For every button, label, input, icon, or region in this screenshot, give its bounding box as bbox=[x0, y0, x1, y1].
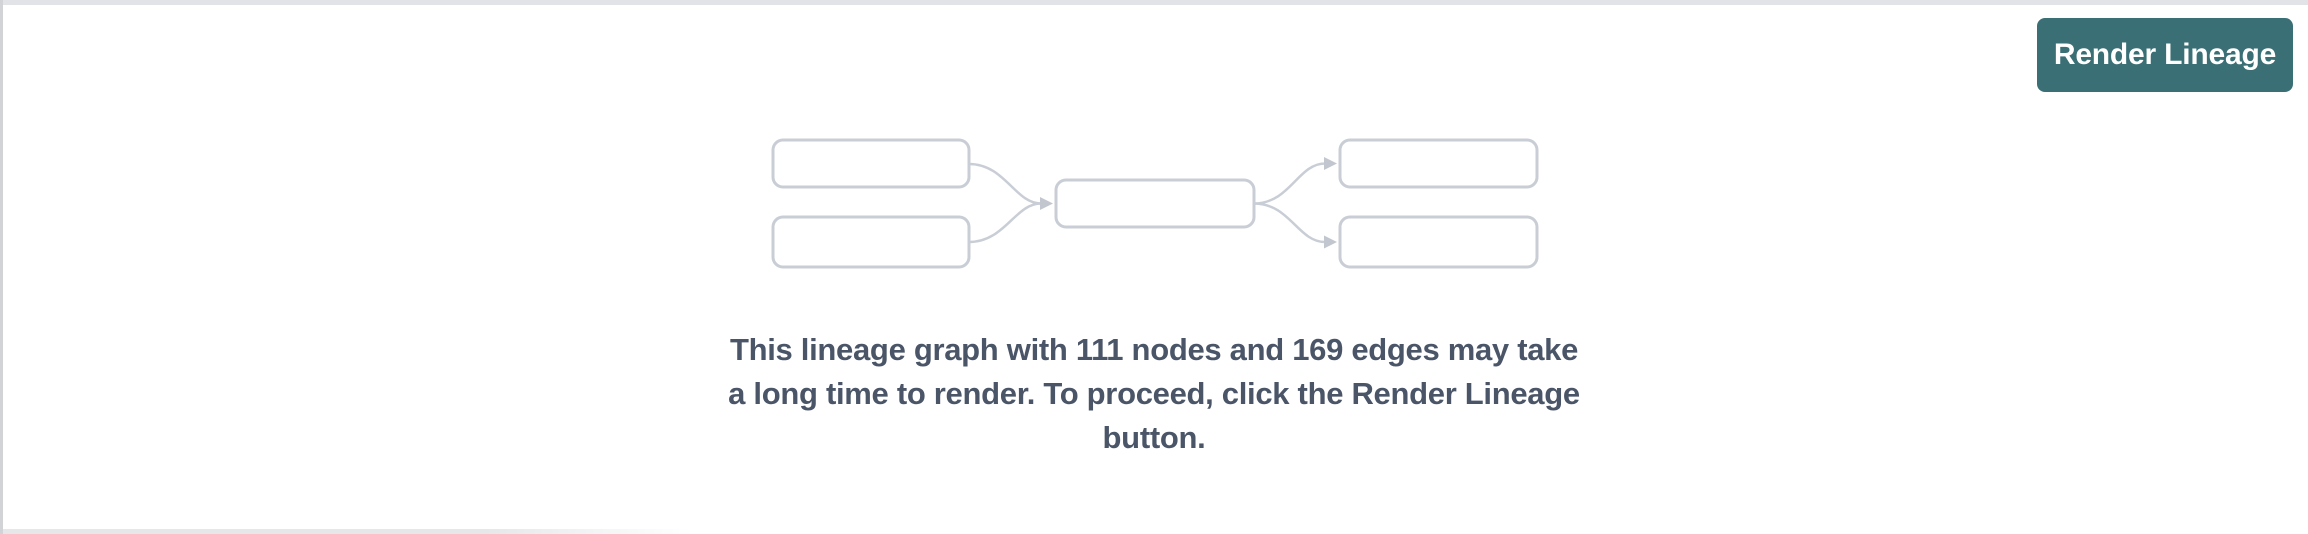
placeholder-edge bbox=[1253, 162, 1326, 205]
render-warning-message: This lineage graph with 111 nodes and 16… bbox=[728, 328, 1580, 460]
placeholder-edge bbox=[968, 202, 1042, 244]
placeholder-edge bbox=[968, 162, 1042, 205]
render-warning-line: This lineage graph with 111 nodes and 16… bbox=[729, 332, 1579, 367]
arrowhead-icon bbox=[1324, 235, 1337, 249]
render-warning-line: button. bbox=[1102, 420, 1206, 455]
placeholder-node bbox=[771, 215, 971, 269]
placeholder-edge bbox=[1253, 202, 1326, 244]
arrowhead-icon bbox=[1040, 197, 1053, 210]
render-lineage-button[interactable]: Render Lineage bbox=[2037, 18, 2293, 92]
placeholder-node bbox=[1338, 215, 1539, 269]
arrowhead-icon bbox=[1324, 157, 1337, 170]
placeholder-node bbox=[1054, 178, 1256, 229]
left-panel-divider bbox=[0, 0, 3, 534]
lineage-graph-placeholder-icon bbox=[771, 138, 1539, 269]
placeholder-node bbox=[1338, 138, 1539, 189]
placeholder-node bbox=[771, 138, 971, 189]
render-warning-line: a long time to render. To proceed, click… bbox=[728, 376, 1580, 411]
top-divider bbox=[0, 0, 2308, 5]
bottom-left-scroll-edge bbox=[3, 529, 693, 534]
